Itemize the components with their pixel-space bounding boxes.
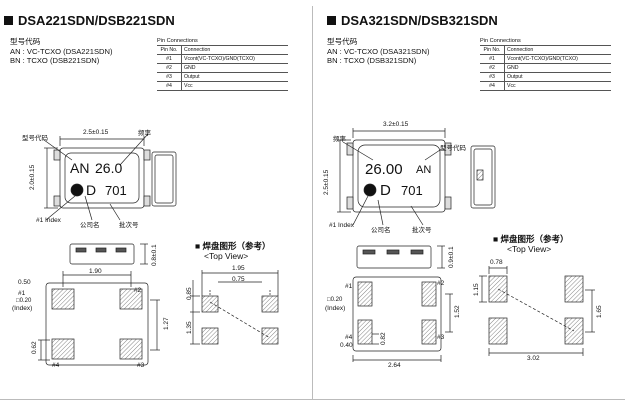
- dim-062: 0.62: [31, 341, 38, 354]
- dim-height: 2.0±0.15: [29, 164, 36, 190]
- mark-an: AN: [416, 164, 432, 176]
- panel-divider: [312, 6, 313, 400]
- code-head: 型号代码: [327, 37, 358, 46]
- dim-264: 2.64: [388, 362, 401, 369]
- label-frequency: 频率: [333, 136, 346, 143]
- dim-thickness: 0.9±0.1: [448, 246, 455, 268]
- dim-085: 0.85: [186, 287, 193, 300]
- dim-302: 3.02: [527, 355, 540, 362]
- mark-an: AN: [70, 160, 90, 176]
- dim-127: 1.27: [163, 317, 170, 330]
- dim-190: 1.90: [89, 268, 102, 275]
- pad-title: ■ 焊盘图形（参考）: [195, 241, 271, 251]
- pin2-label: #2: [437, 280, 445, 287]
- label-model-code: 型号代码: [440, 145, 466, 152]
- dim-height: 2.5±0.15: [323, 169, 330, 195]
- pin1-label: #1: [18, 290, 26, 297]
- label-index: #1 Index: [36, 217, 61, 224]
- dim-135: 1.35: [186, 321, 193, 334]
- package-lid: [64, 152, 140, 204]
- label-index: #1 Index: [329, 222, 354, 229]
- pin4-label: #4: [345, 334, 353, 341]
- pin3-label: #3: [437, 334, 445, 341]
- dim-020: □0.20: [327, 297, 343, 303]
- right-pin-title: Pin Connections: [480, 38, 521, 44]
- pin4-label: #4: [52, 362, 60, 369]
- label-lot: 批次号: [412, 227, 432, 234]
- left-code-block: 型号代码 AN : VC-TCXO (DSA221SDN) BN : TCXO …: [10, 37, 113, 66]
- dim-020: □0.20: [16, 298, 32, 304]
- pad-title: ■ 焊盘图形（参考）: [493, 234, 569, 244]
- dim-078: 0.78: [490, 259, 503, 266]
- pin3-label: #3: [137, 362, 145, 369]
- label-frequency: 频率: [138, 130, 151, 137]
- right-title: DSA321SDN/DSB321SDN: [327, 13, 498, 28]
- dim-040: 0.40: [340, 342, 353, 349]
- label-lot: 批次号: [119, 222, 139, 229]
- label-company: 公司名: [371, 227, 391, 234]
- bottom-rule: [0, 399, 625, 400]
- dim-115: 1.15: [473, 283, 480, 296]
- left-pin-title: Pin Connections: [157, 38, 198, 44]
- code-bn: BN : TCXO (DSB321SDN): [327, 56, 417, 65]
- index-label: (Index): [12, 305, 33, 312]
- dim-width: 3.2±0.15: [383, 121, 409, 128]
- pin2-label: #2: [134, 287, 142, 294]
- dim-050: 0.50: [18, 279, 31, 286]
- dim-165: 1.65: [596, 305, 603, 318]
- code-head: 型号代码: [10, 37, 41, 46]
- code-an: AN : VC-TCXO (DSA221SDN): [10, 46, 113, 56]
- index-label: (Index): [325, 305, 346, 312]
- code-bn: BN : TCXO (DSB221SDN): [10, 56, 100, 65]
- right-drawing: [337, 128, 595, 362]
- mark-freq: 26.0: [95, 160, 123, 176]
- dim-152: 1.52: [454, 305, 461, 318]
- left-panel: DSA221SDN/DSB221SDN 型号代码 AN : VC-TCXO (D…: [0, 0, 312, 407]
- pin1-label: #1: [345, 283, 353, 290]
- dim-width: 2.5±0.15: [83, 129, 109, 136]
- right-code-block: 型号代码 AN : VC-TCXO (DSA321SDN) BN : TCXO …: [327, 37, 430, 66]
- mark-lot: 701: [401, 183, 423, 198]
- mark-freq: 26.00: [365, 161, 403, 178]
- mark-d: D: [86, 182, 97, 198]
- right-panel: DSA321SDN/DSB321SDN 型号代码 AN : VC-TCXO (D…: [313, 0, 625, 407]
- label-company: 公司名: [80, 222, 100, 229]
- mark-d: D: [380, 182, 391, 199]
- dim-082: 0.82: [380, 332, 387, 345]
- label-model-code: 型号代码: [22, 135, 48, 142]
- title-square-icon: [4, 16, 13, 25]
- mark-lot: 701: [105, 183, 127, 198]
- title-square-icon: [327, 16, 336, 25]
- pad-subtitle: <Top View>: [204, 251, 249, 261]
- dim-thickness: 0.8±0.1: [151, 244, 158, 266]
- left-drawing: [38, 133, 279, 366]
- dim-195: 1.95: [232, 265, 245, 272]
- code-an: AN : VC-TCXO (DSA321SDN): [327, 46, 430, 56]
- left-title: DSA221SDN/DSB221SDN: [4, 13, 175, 28]
- index-dot: [70, 183, 84, 197]
- pad-subtitle: <Top View>: [507, 244, 552, 254]
- dim-075: 0.75: [232, 276, 245, 283]
- package-body: [59, 147, 145, 209]
